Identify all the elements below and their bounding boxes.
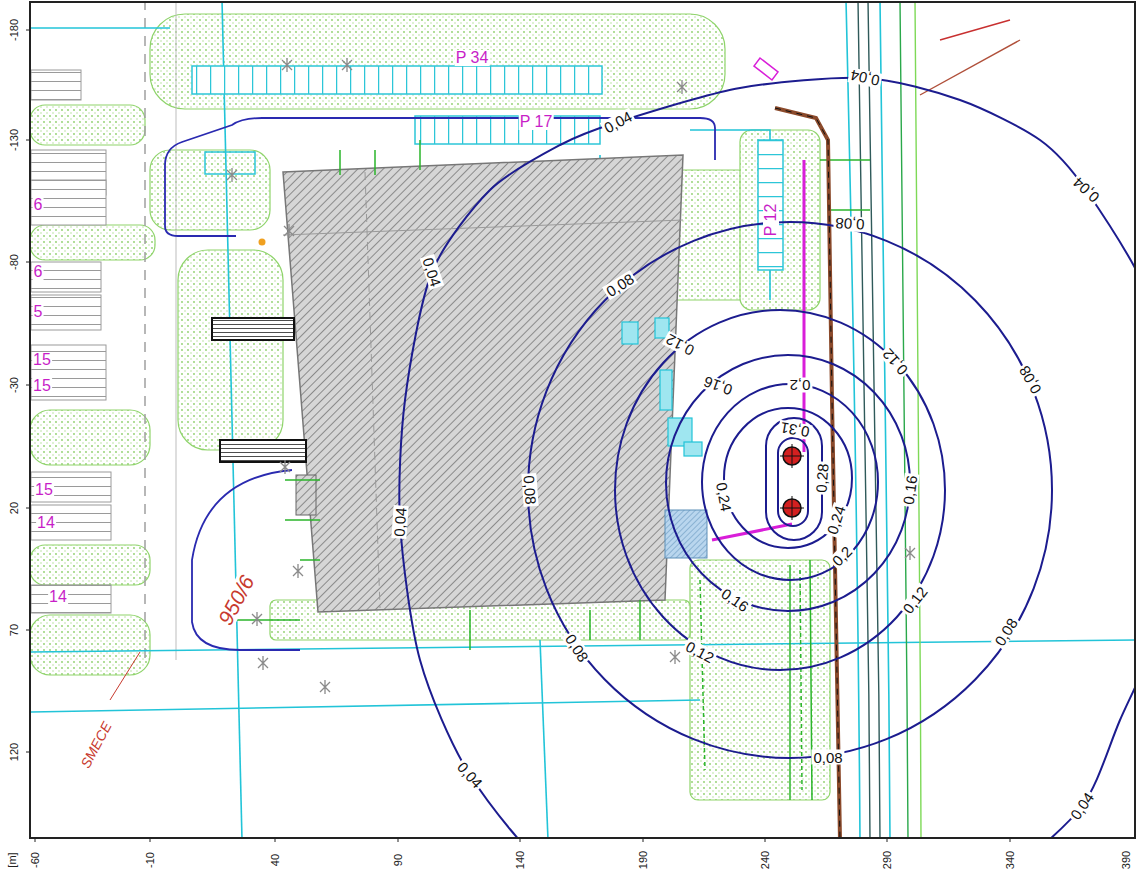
contour-label: 0,04 [420,254,445,290]
equipment [212,318,306,462]
axis-tick-label: 20 [9,501,20,515]
contour-label: 0,2 [828,542,856,570]
contour-label: 0,08 [1015,362,1045,398]
contour-label: 0,04 [600,108,636,137]
isoline [615,310,945,670]
contour-label: 0,04 [1069,173,1104,206]
map-label: 6 [33,264,44,280]
isoline [724,408,852,548]
map-label: 6 [33,197,44,213]
contour-label: 0,08 [811,750,844,765]
contour-label: 0,16 [700,373,736,398]
axis-tick-label: 340 [1005,850,1016,870]
axis-tick-label: 290 [882,850,893,870]
axis-tick-label: -60 [30,851,41,869]
contour-label: 0,24 [714,479,735,514]
contour-label: 0,08 [991,614,1021,650]
map-label: SMECE [78,719,115,771]
road-line [176,3,177,660]
map-label: 950/6 [213,570,258,630]
axis-tick-label: -10 [145,851,156,869]
isoline [528,222,1052,758]
contour-label: 0,08 [833,216,867,233]
leader-line [110,652,140,700]
map-label: P 12 [763,203,779,238]
axis-ticks [26,30,1010,842]
cable-line [712,58,804,540]
axis-tick-label: 140 [515,850,526,870]
road-line [858,3,1020,837]
axis-tick-label: 40 [270,853,281,867]
contour-label: 0,04 [453,758,486,793]
building-line [365,172,380,608]
pipe-line [230,140,870,800]
axis-tick-label: -130 [9,128,20,152]
contour-label: 0,2 [788,378,813,393]
isoline [666,355,910,611]
isolines [399,78,1135,837]
axis-tick-label: -30 [9,376,20,394]
map-body [31,3,1135,837]
axis-tick-label: -180 [9,18,20,42]
axis-tick-label: -80 [9,253,20,271]
contour-label: 0,04 [847,67,883,89]
marker-dot [259,239,266,246]
road-edge [775,108,840,837]
axis-tick-label: 70 [9,623,20,637]
map-label: 15 [34,482,54,498]
isoline [702,384,878,580]
emission-source [780,444,804,520]
road-edge [775,108,840,837]
map-label: P 17 [519,114,554,130]
parking-row [192,66,602,94]
map-label: 5 [33,304,44,320]
tree-marker [227,58,915,694]
utility-line [31,3,1135,837]
contour-label: 0,12 [682,638,718,667]
contour-label: 0,04 [1066,788,1097,824]
parking-row [758,140,783,270]
parking-stalls [31,70,111,613]
axis-tick-label: 240 [760,850,771,870]
equipment [296,475,316,515]
map-label: P 34 [455,50,490,66]
contour-label: 0,16 [717,584,753,615]
contour-label: 0,08 [521,473,538,507]
axis-tick-label: [m] [7,851,18,868]
contour-label: 0,24 [824,502,849,538]
parking-row [205,152,255,174]
contour-label: 0,12 [662,331,698,360]
isoline [399,78,1135,837]
axis-tick-label: 90 [393,853,404,867]
map-label: 15 [32,378,52,394]
contour-label: 0,04 [391,505,408,539]
axis-tick-label: 190 [638,850,649,870]
building-line [283,220,683,235]
contour-label: 0,08 [602,270,638,300]
axis-tick-label: 120 [9,742,20,762]
contour-label: 0,16 [900,473,919,508]
contour-label: 0,08 [562,630,592,666]
road-line [144,3,146,660]
contour-label: 0,28 [813,461,830,495]
greenery [31,14,830,800]
axis-tick-label: 390 [1121,850,1132,870]
contour-label: 0,31 [777,420,812,441]
map-label: 14 [48,589,68,605]
contour-label: 0,12 [878,345,911,380]
map-label: 15 [32,352,52,368]
isoline [778,438,808,526]
contour-label: 0,12 [899,582,931,617]
map-frame [30,2,1135,838]
map-label: 14 [36,515,56,531]
